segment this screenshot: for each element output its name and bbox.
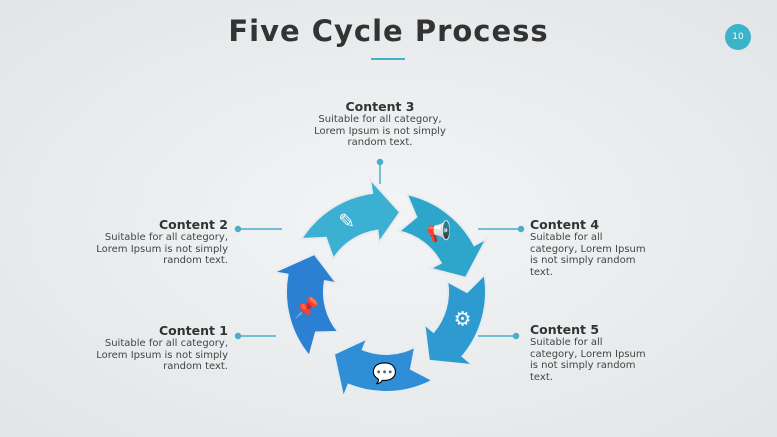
title-underline [371, 58, 405, 60]
content-text: Suitable for all category, Lorem Ipsum i… [96, 338, 228, 372]
content-heading: Content 5 [530, 322, 600, 337]
connector-dot-4 [517, 225, 525, 233]
pencil-icon: ✎ [338, 209, 355, 233]
connector-dot-1 [234, 332, 242, 340]
connector-dot-2 [234, 225, 242, 233]
content-block-1: Content 1 Suitable for all category, Lor… [78, 324, 228, 373]
content-block-3: Content 3 Suitable for all category, Lor… [305, 100, 455, 149]
content-block-2: Content 2 Suitable for all category, Lor… [78, 218, 228, 267]
cycle-arrow-5 [332, 336, 436, 402]
connector-dot-5 [512, 332, 520, 340]
content-text: Suitable for all category, Lorem Ipsum i… [530, 232, 646, 278]
content-block-5: Content 5 Suitable for all category, Lor… [530, 323, 650, 383]
content-text: Suitable for all category, Lorem Ipsum i… [96, 232, 228, 266]
page-title: Five Cycle Process [228, 14, 549, 48]
cycle-arrow-1 [270, 252, 341, 359]
cycle-arrow-4 [422, 272, 488, 367]
content-text: Suitable for all category, Lorem Ipsum i… [314, 114, 446, 148]
cycle-arrow-2 [299, 176, 402, 262]
content-heading: Content 1 [158, 323, 228, 338]
gears-icon: ⚙ [454, 306, 472, 330]
connector-dot-3 [376, 158, 384, 166]
cycle-arrow-3 [396, 192, 490, 280]
content-text: Suitable for all category, Lorem Ipsum i… [530, 337, 646, 383]
chat-bubbles-icon: 💬 [372, 361, 397, 385]
content-heading: Content 4 [530, 217, 600, 232]
page-number-badge: 10 [725, 24, 751, 50]
content-block-4: Content 4 Suitable for all category, Lor… [530, 218, 650, 278]
pushpin-icon: 📌 [294, 295, 319, 319]
megaphone-icon: 📢 [427, 219, 452, 243]
content-heading: Content 2 [158, 217, 228, 232]
content-heading: Content 3 [345, 99, 415, 114]
